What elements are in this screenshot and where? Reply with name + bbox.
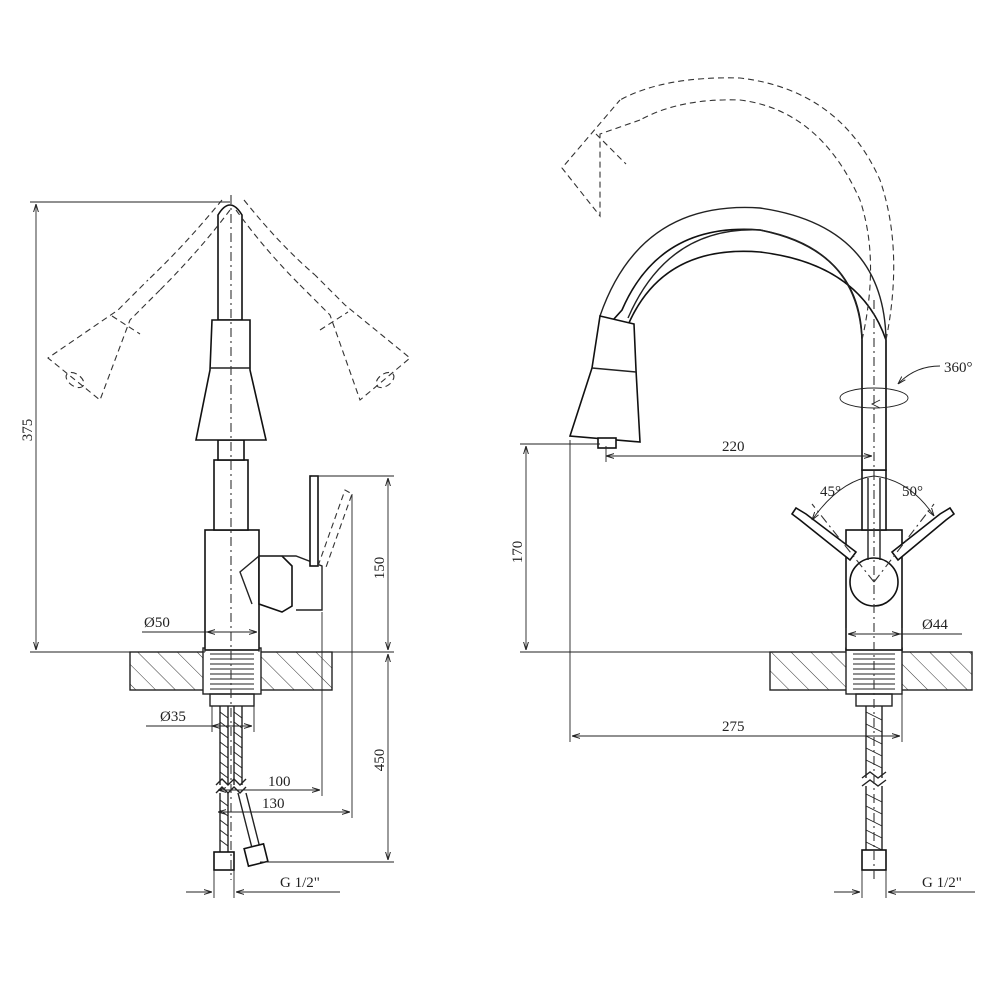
mount-nut-left [202,647,262,695]
dim-275: 275 [722,719,745,735]
dim-d44: Ø44 [922,617,948,633]
spout-right [602,228,887,471]
dim-170: 170 [510,541,526,564]
dim-g12-left: G 1/2" [280,875,320,891]
dim-220: 220 [722,439,745,455]
dim-130: 130 [262,796,285,812]
dim-375: 375 [20,419,36,442]
hoses-left [213,706,269,871]
dim-angle-left: 45° [820,484,841,500]
ghost-spout-right [561,77,895,341]
dim-g12-right: G 1/2" [922,875,962,891]
dim-rotation: 360° [944,360,973,376]
dim-d35: Ø35 [160,709,186,725]
dim-150: 150 [372,557,388,580]
mount-thread-left [210,653,254,690]
lever-left [309,475,319,567]
lever-housing-left [258,555,293,613]
side-view: 360° 45° 50° 220 170 Ø44 275 [510,77,975,898]
ghost-spray-right [235,199,411,401]
lever-angle-left [790,506,858,562]
lever-angle-right [890,506,956,562]
dim-angle-right: 50° [902,484,923,500]
spray-head-right [568,315,641,443]
ghost-spray-left [47,199,231,401]
dim-450: 450 [372,749,388,772]
spout-left [217,204,243,321]
dim-100: 100 [268,774,291,790]
dim-d50: Ø50 [144,615,170,631]
mount-stud-left [209,693,255,707]
front-view: 375 150 450 Ø50 Ø35 100 130 [20,195,411,898]
